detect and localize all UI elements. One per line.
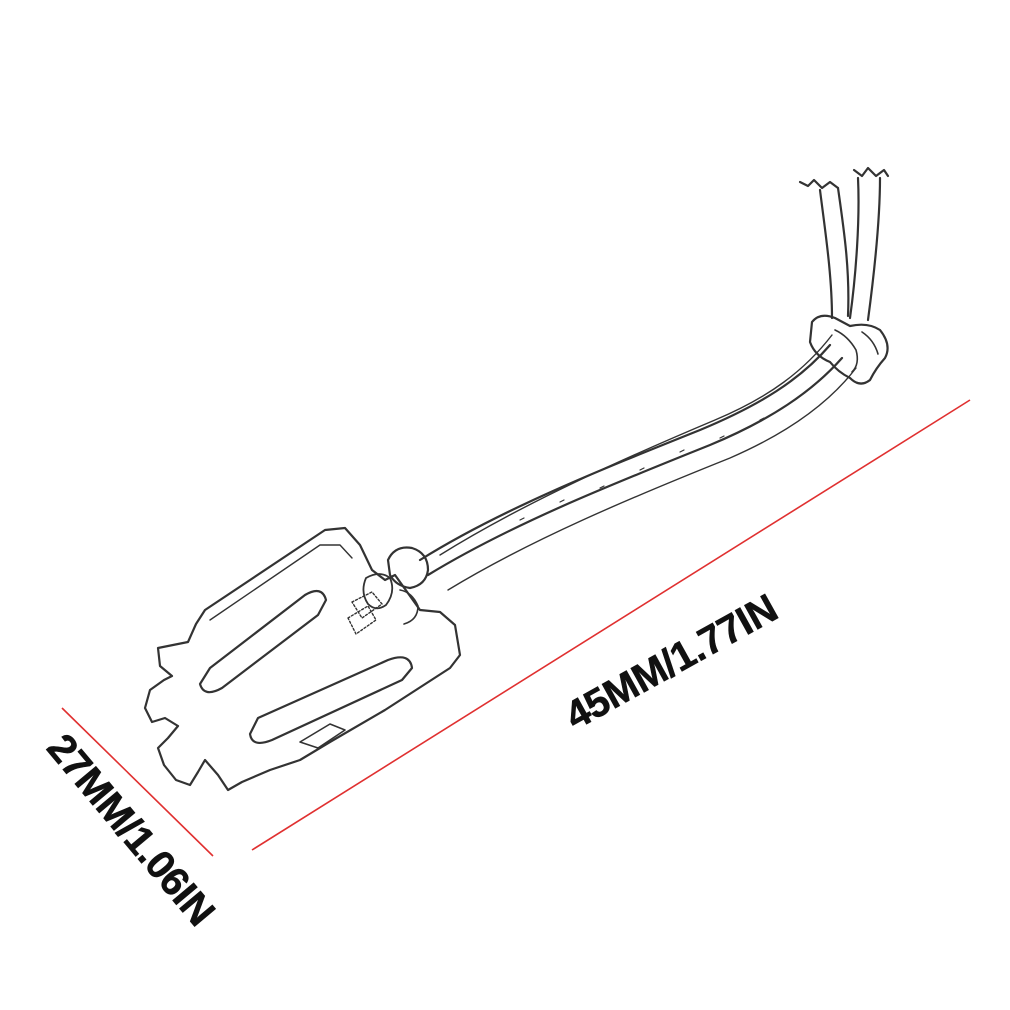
width-dimension-line [61, 707, 214, 857]
length-dimension-line [251, 399, 971, 851]
molle-clip-icon [143, 166, 890, 792]
